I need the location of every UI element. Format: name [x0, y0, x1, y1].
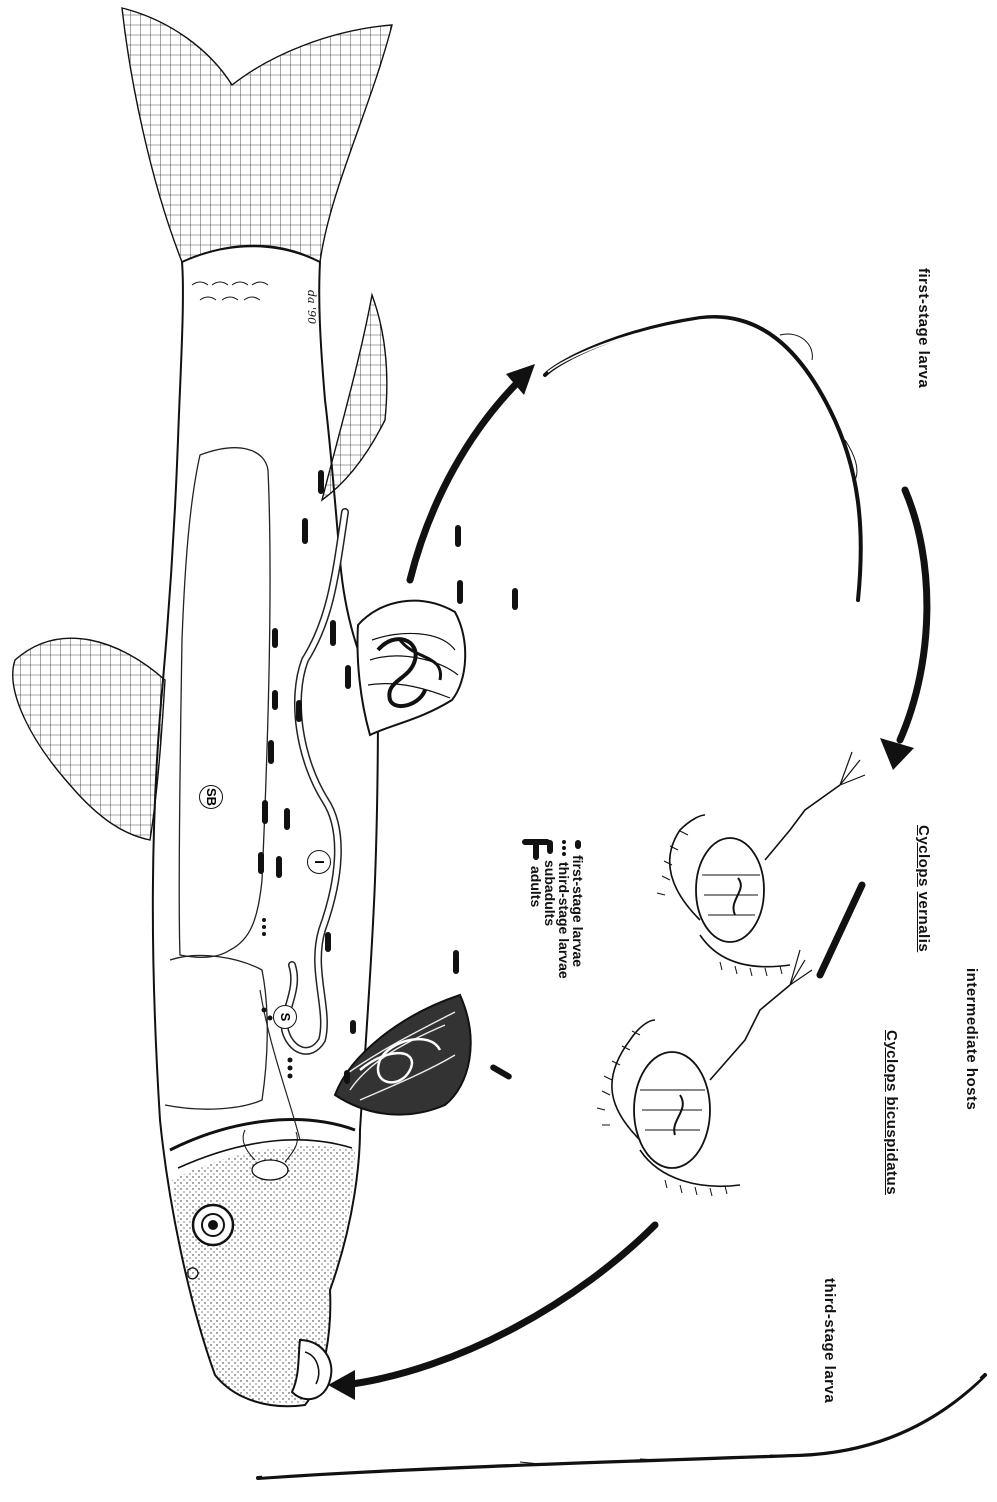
legend-adults-text: adults [528, 866, 544, 907]
artist-signature: da '90 [305, 290, 318, 324]
caudal-fin [122, 8, 392, 262]
cyclops-genus-2: Cyclops [915, 825, 932, 887]
long-dash-symbol [533, 840, 539, 860]
legend-first-stage: first-stage larvae [570, 840, 586, 967]
dots-symbol [562, 840, 566, 856]
third-stage-larva [258, 1375, 985, 1478]
cyclops-bicuspidatus-drawing [597, 950, 812, 1196]
cyclops-species-2: vernalis [915, 892, 932, 953]
cycle-arrows [345, 380, 927, 1385]
dorsal-fin [13, 638, 165, 840]
anal-fin [322, 295, 387, 500]
cyclops-genus-1: Cyclops [883, 1030, 900, 1092]
arrow-copepod-to-fish [345, 1225, 655, 1385]
legend-subadults: subadults [542, 840, 558, 926]
stomach-label: S [273, 1005, 297, 1029]
arrowheads [328, 364, 914, 1400]
short-dash-symbol [575, 840, 581, 849]
cyclops-species-1: bicuspidatus [883, 1097, 900, 1196]
fish-eye [193, 1205, 233, 1245]
third-stage-larva-label: third-stage larva [821, 1278, 838, 1403]
fish [13, 8, 550, 1406]
arrow-fish-to-larva [410, 380, 520, 580]
swim-bladder-label: SB [199, 785, 223, 809]
medium-dash-symbol [547, 840, 553, 854]
intermediate-hosts-label: intermediate hosts [963, 968, 980, 1110]
legend-third-stage-text: third-stage larvae [556, 862, 572, 979]
intestine-label: I [307, 850, 331, 874]
first-stage-larva-label: first-stage larva [915, 268, 932, 388]
cyclops-bicuspidatus-label: Cyclops bicuspidatus [883, 1030, 900, 1195]
legend-third-stage: third-stage larvae [556, 840, 572, 979]
copepod-divider [820, 885, 862, 975]
arrow-larva-to-copepod [900, 490, 927, 740]
exit-arrows [453, 525, 550, 1081]
first-stage-larva [545, 317, 861, 600]
legend-first-stage-text: first-stage larvae [570, 855, 586, 967]
cyclops-vernalis-label: Cyclops vernalis [915, 825, 932, 952]
legend-adults: adults [528, 840, 544, 907]
legend-subadults-text: subadults [542, 860, 558, 926]
